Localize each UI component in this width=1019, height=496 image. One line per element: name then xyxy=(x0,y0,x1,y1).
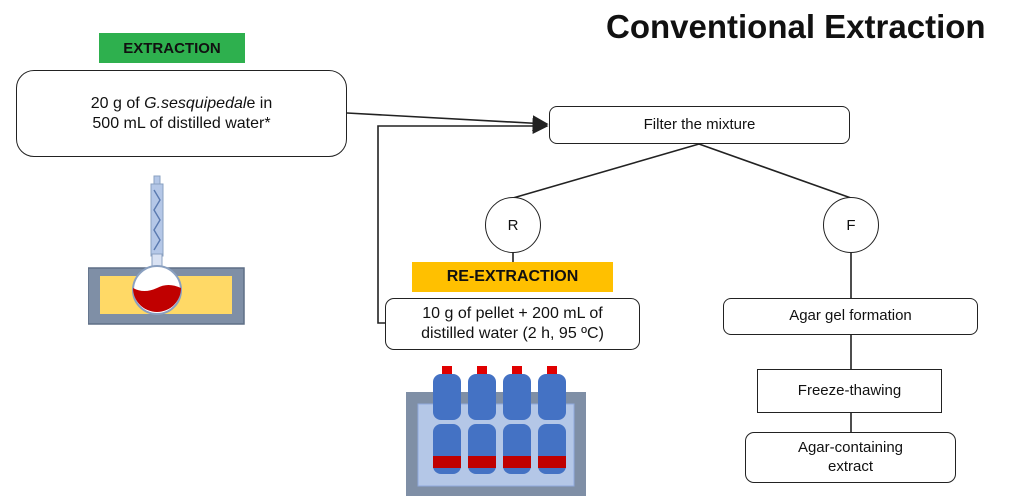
arrow-start-to-filter xyxy=(346,112,549,132)
pellet-line1: 10 g of pellet + 200 mL of xyxy=(422,305,603,322)
reflux-flask-icon xyxy=(88,175,245,325)
bottles-bottom-row xyxy=(433,424,566,474)
sample-line1-prefix: 20 g of xyxy=(90,94,145,112)
agar-extract-box: Agar-containing extract xyxy=(745,432,956,483)
extract-line1: Agar-containing xyxy=(797,438,904,456)
sample-line2: 500 mL of distilled water* xyxy=(92,114,271,132)
re-extraction-tag: RE-EXTRACTION xyxy=(412,262,613,292)
extraction-tag: EXTRACTION xyxy=(99,33,245,63)
line-filter-to-f xyxy=(698,143,852,199)
agar-gel-box: Agar gel formation xyxy=(723,298,978,335)
residue-node: R xyxy=(485,197,541,253)
sample-line1-suffix: e in xyxy=(246,94,273,112)
page-title: Conventional Extraction xyxy=(606,8,986,45)
water-bath-bottles-icon xyxy=(406,366,586,496)
filtrate-node: F xyxy=(823,197,879,253)
bottles-top-row xyxy=(433,366,566,420)
pellet-box: 10 g of pellet + 200 mL of distilled wat… xyxy=(385,298,640,350)
species-name: G.sesquipedal xyxy=(144,94,247,112)
extract-line2: extract xyxy=(827,457,873,475)
freeze-thawing-box: Freeze-thawing xyxy=(757,369,942,413)
sample-box: 20 g of G.sesquipedale in 500 mL of dist… xyxy=(16,70,347,157)
pellet-line2: distilled water (2 h, 95 ºC) xyxy=(421,325,604,342)
filter-box: Filter the mixture xyxy=(549,106,850,144)
line-filter-to-r xyxy=(512,143,700,199)
arrow-reextraction-to-filter xyxy=(377,118,549,324)
